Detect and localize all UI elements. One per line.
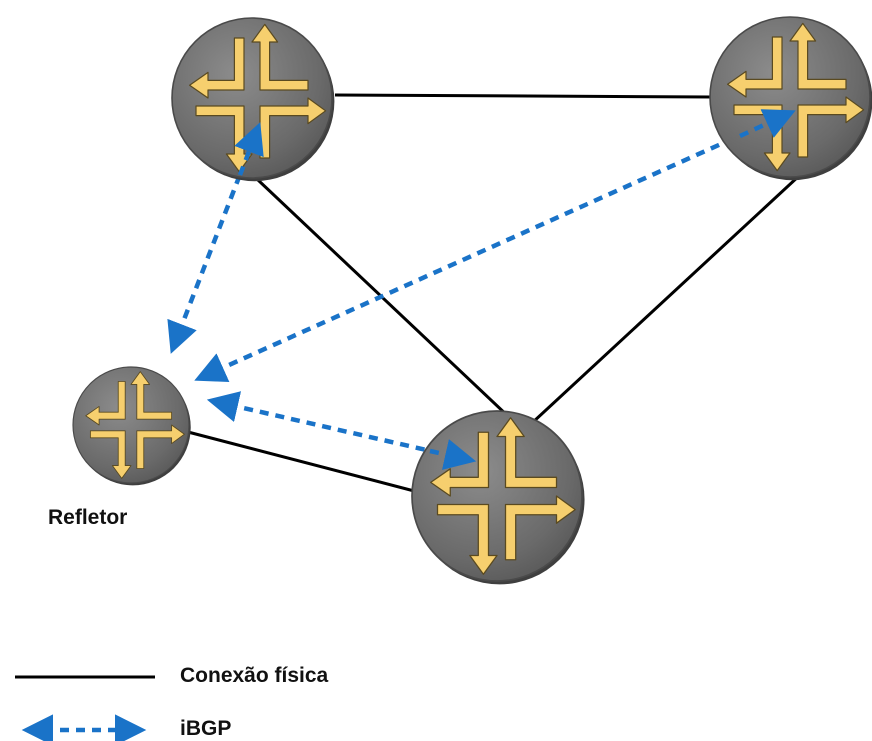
link-r1-r4 bbox=[256, 178, 512, 420]
router-bottom bbox=[411, 410, 586, 586]
ibgp-overlays bbox=[234, 109, 796, 470]
legend-physical-label: Conexão física bbox=[180, 664, 329, 687]
link-r3-r4 bbox=[187, 430, 419, 494]
legend bbox=[15, 675, 155, 741]
reflector-label: Refletor bbox=[48, 506, 128, 529]
link-r1-r2 bbox=[334, 93, 713, 99]
ibgp-r3-r4 bbox=[206, 391, 477, 470]
router-top-left bbox=[171, 17, 336, 182]
router-top-right bbox=[709, 16, 872, 181]
ibgp-r3-r2 bbox=[194, 108, 796, 383]
router-reflector bbox=[72, 366, 192, 486]
legend-ibgp-label: iBGP bbox=[180, 717, 232, 740]
